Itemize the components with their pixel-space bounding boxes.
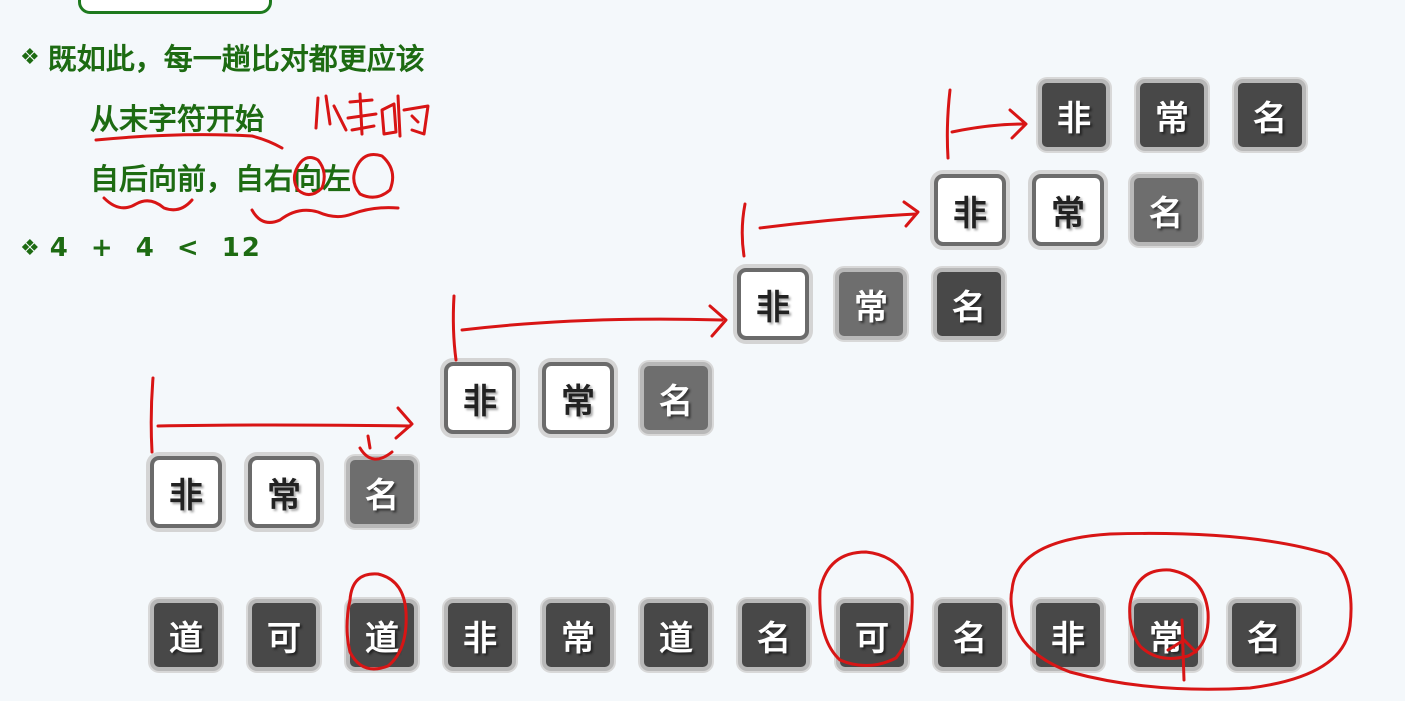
text-tile: 名 (1228, 599, 1300, 671)
pattern-tile: 名 (346, 456, 418, 528)
text-char: 可 (855, 618, 889, 659)
pattern-tile: 名 (933, 268, 1005, 340)
text-char: 非 (1051, 618, 1085, 659)
pattern-tile: 非 (444, 362, 516, 434)
text-tile: 常 (1130, 599, 1202, 671)
pattern-tile: 非 (150, 456, 222, 528)
pattern-char: 常 (1051, 193, 1085, 234)
pattern-char: 非 (1057, 98, 1091, 139)
text-char: 道 (169, 618, 203, 659)
pattern-tile: 名 (640, 362, 712, 434)
pattern-char: 常 (1155, 98, 1189, 139)
pattern-char: 常 (561, 381, 595, 422)
pattern-char: 非 (463, 381, 497, 422)
bullet-line-1: ❖ 既如此，每一趟比对都更应该 (20, 36, 425, 78)
pattern-tile: 常 (835, 268, 907, 340)
text-tile: 可 (836, 599, 908, 671)
pattern-char: 非 (953, 193, 987, 234)
pattern-tile: 非 (1038, 79, 1110, 151)
pattern-tile: 常 (248, 456, 320, 528)
pattern-char: 名 (659, 381, 693, 422)
text-char: 常 (1149, 618, 1183, 659)
pattern-char: 名 (952, 287, 986, 328)
text-char: 名 (1247, 618, 1281, 659)
text-tile: 非 (1032, 599, 1104, 671)
text-char: 可 (267, 618, 301, 659)
diamond-bullet-icon: ❖ (20, 235, 42, 261)
sub-line-2: 自后向前，自右向左 (90, 156, 351, 198)
sub-text-1: 从末字符开始 (90, 102, 265, 136)
inequality-text: 4 + 4 < 12 (49, 233, 262, 263)
top-frame-box (78, 0, 272, 14)
sub-text-2: 自后向前，自右向左 (90, 162, 352, 196)
pattern-char: 名 (1149, 193, 1183, 234)
pattern-tile: 非 (737, 268, 809, 340)
text-tile: 道 (346, 599, 418, 671)
pattern-tile: 名 (1234, 79, 1306, 151)
text-char: 常 (561, 618, 595, 659)
diamond-bullet-icon: ❖ (20, 44, 40, 70)
pattern-char: 常 (854, 287, 888, 328)
text-tile: 常 (542, 599, 614, 671)
text-tile: 名 (934, 599, 1006, 671)
pattern-tile: 常 (1136, 79, 1208, 151)
pattern-tile: 常 (1032, 174, 1104, 246)
text-char: 名 (757, 618, 791, 659)
pattern-tile: 常 (542, 362, 614, 434)
text-char: 道 (659, 618, 693, 659)
pattern-char: 非 (169, 475, 203, 516)
pattern-tile: 名 (1130, 174, 1202, 246)
text-tile: 道 (150, 599, 222, 671)
text-tile: 可 (248, 599, 320, 671)
bullet-text-1: 既如此，每一趟比对都更应该 (47, 42, 425, 76)
pattern-char: 常 (267, 475, 301, 516)
pattern-tile: 非 (934, 174, 1006, 246)
text-char: 道 (365, 618, 399, 659)
text-char: 名 (953, 618, 987, 659)
pattern-char: 非 (756, 287, 790, 328)
pattern-char: 名 (365, 475, 399, 516)
bullet-line-2: ❖ 4 + 4 < 12 (20, 233, 262, 263)
pattern-char: 名 (1253, 98, 1287, 139)
text-tile: 道 (640, 599, 712, 671)
text-tile: 非 (444, 599, 516, 671)
sub-line-1: 从末字符开始 (90, 96, 264, 138)
text-tile: 名 (738, 599, 810, 671)
text-char: 非 (463, 618, 497, 659)
